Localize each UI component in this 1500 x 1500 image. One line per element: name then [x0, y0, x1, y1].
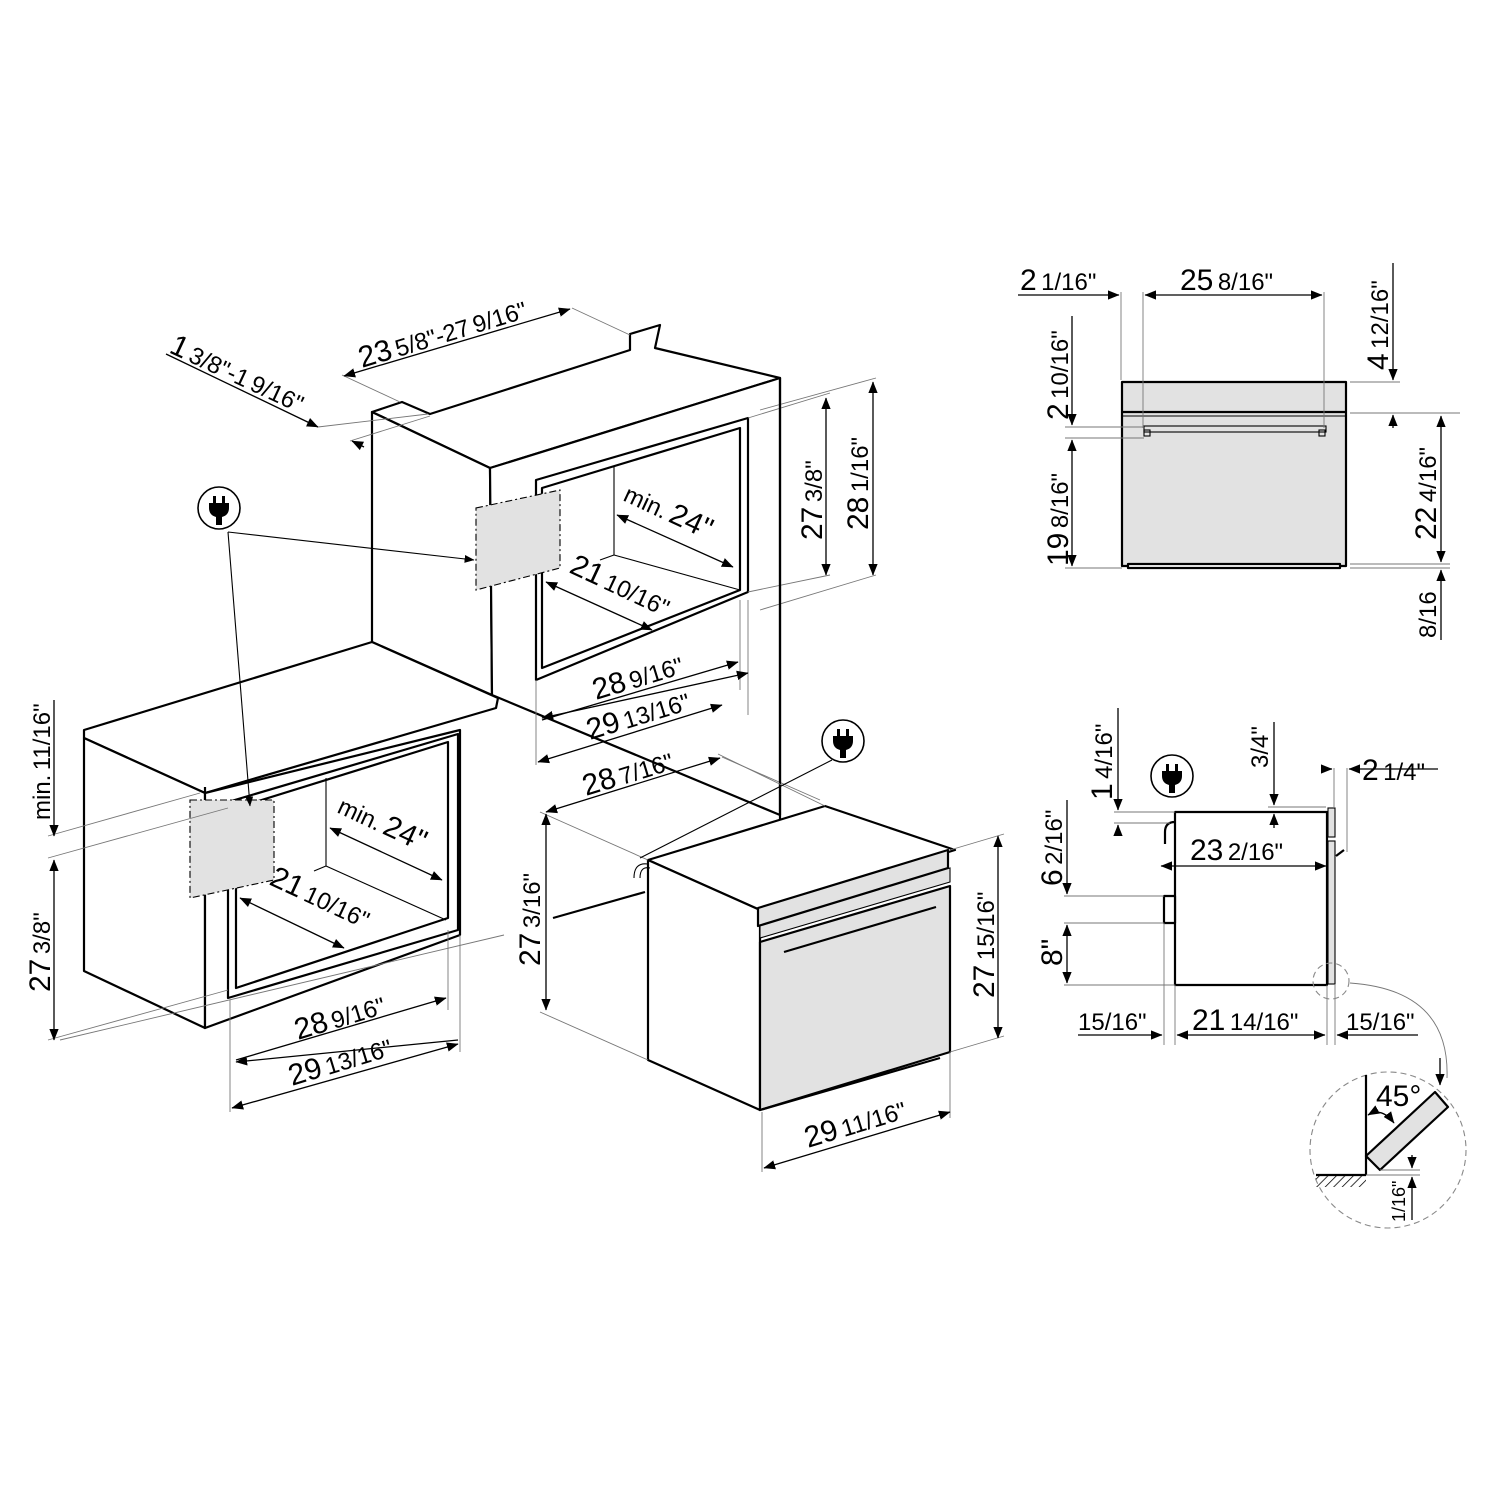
- oven-side-view: [1062, 708, 1448, 1079]
- side-door-projection-label: 2 1/4": [1362, 754, 1425, 787]
- side-rear-gap-label: 15/16": [1078, 1009, 1147, 1036]
- oven-front-view: [1018, 263, 1460, 640]
- front-handle-span-label: 25 8/16": [1180, 264, 1273, 297]
- side-bottom-depth-label: 21 14/16": [1192, 1004, 1298, 1037]
- power-plug-icon: [197, 486, 241, 530]
- side-front-gap-label: 15/16": [1346, 1009, 1415, 1036]
- front-handle-drop-label: 2 10/16": [1042, 330, 1075, 420]
- upper-niche-height-inner-label: 27 3/8": [796, 460, 829, 540]
- oven-front-width-label: 29 11/16": [800, 1093, 910, 1155]
- under-counter-top-gap-label: min. 11/16": [29, 703, 56, 820]
- detail-gap-label: 1/16": [1389, 1181, 1409, 1222]
- detail-angle-label: 45°: [1376, 1080, 1421, 1113]
- upper-dimensions: [165, 307, 878, 801]
- front-door-to-handle-label: 19 8/16": [1042, 473, 1075, 566]
- under-counter-niche-height-label: 27 3/8": [24, 912, 57, 992]
- side-top-to-cable-label: 1 4/16": [1086, 724, 1119, 800]
- panel-offset-label: 1 3/8"-1 9/16": [165, 328, 310, 419]
- side-front-frame-top-label: 3/4": [1247, 726, 1274, 768]
- front-top-panel-label: 4 12/16": [1362, 280, 1395, 370]
- under-counter-dimensions: [47, 700, 505, 1112]
- oven-depth-label: 28 7/16": [578, 744, 677, 803]
- oven-body-height-label: 27 3/16": [514, 873, 547, 966]
- oven-front-height-label: 27 15/16": [968, 892, 1001, 998]
- front-door-height-label: 22 4/16": [1410, 447, 1443, 540]
- front-left-offset-label: 2 1/16": [1020, 264, 1096, 297]
- oven-iso: [539, 378, 1005, 1172]
- side-body-depth-label: 23 2/16": [1190, 834, 1283, 867]
- power-plug-icon: [1150, 754, 1194, 798]
- upper-niche-height-outer-label: 28 1/16": [842, 437, 875, 530]
- front-bottom-strip-label: 8/16: [1415, 591, 1442, 638]
- power-plug-callout-left: [227, 531, 475, 807]
- upper-depth-range-label: 23 5/8"-27 9/16": [354, 292, 530, 374]
- side-box-to-bottom-label: 8": [1036, 939, 1069, 966]
- detail-circle: [1309, 1058, 1467, 1229]
- power-plug-icon: [821, 719, 865, 763]
- side-cable-to-box-label: 6 2/16": [1036, 810, 1069, 886]
